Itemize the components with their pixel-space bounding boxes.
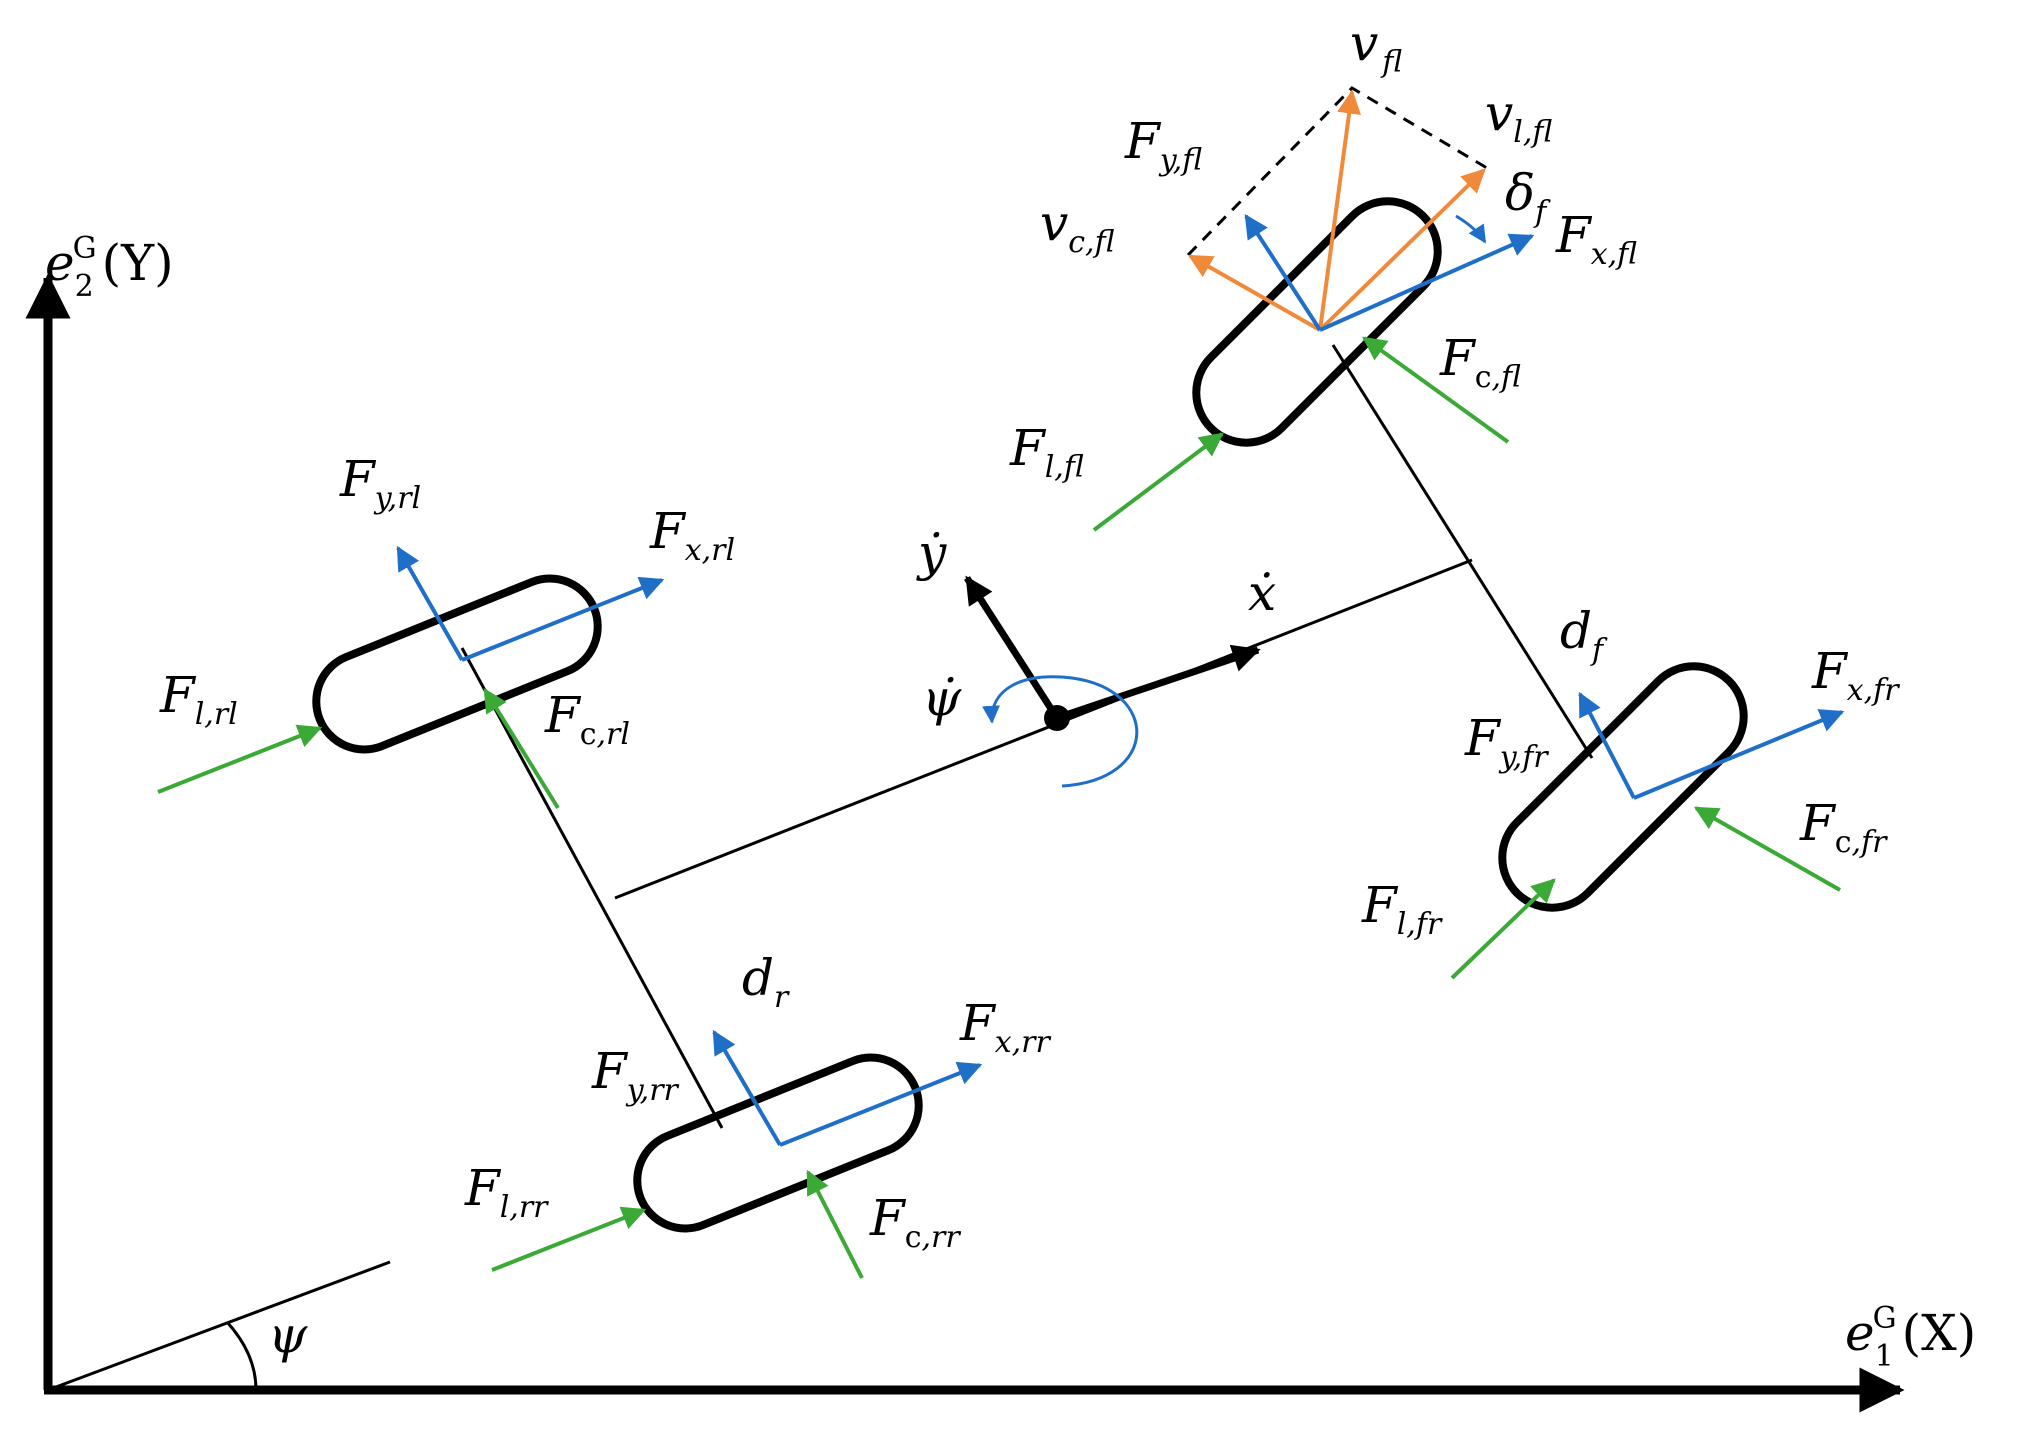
df-label: df: [1560, 602, 1608, 668]
chassis: [460, 344, 1594, 1129]
label-fl-rl: Fl,rl: [159, 666, 238, 732]
velocity-arrow-vl: [1318, 168, 1486, 332]
xdot-arrow: [1055, 644, 1261, 722]
label-fc-rr: Fc,rr: [869, 1189, 961, 1255]
heading-reference-line: [47, 1260, 391, 1392]
dr-label: dr: [742, 949, 790, 1015]
label-fc-fl: Fc,fl: [1439, 329, 1521, 395]
label-vl-fl: vl,fl: [1485, 84, 1552, 150]
force-arrow-fc: [1362, 336, 1510, 444]
label-fy-rl: Fy,rl: [339, 450, 421, 516]
force-arrow-fx: [779, 1061, 983, 1147]
psidot-label: ψ̇: [922, 669, 962, 727]
xdot-label: ẋ: [1248, 564, 1276, 622]
label-fx-fl: Fx,fl: [1555, 206, 1637, 272]
force-arrow-fl: [491, 1206, 647, 1272]
body-centerline: [614, 558, 1473, 900]
force-arrow-fy: [396, 545, 464, 661]
global-axes: [25, 273, 1905, 1413]
yaw-rate-arc: [982, 675, 1139, 788]
force-arrow-fx: [461, 576, 665, 662]
wheel-rear-right: [491, 1029, 983, 1279]
label-fx-rr: Fx,rr: [959, 994, 1051, 1060]
force-arrow-fx: [1633, 709, 1845, 800]
center-of-gravity: [1044, 705, 1070, 731]
velocity-parallelogram: [1186, 86, 1488, 257]
velocity-arrow-v: [1318, 89, 1362, 331]
label-fy-fr: Fy,fr: [1464, 709, 1549, 775]
label-fy-rr: Fy,rr: [591, 1042, 680, 1108]
force-arrow-fc: [483, 687, 560, 810]
force-arrow-fy: [1578, 691, 1636, 799]
force-arrow-fc: [806, 1169, 864, 1279]
force-arrow-fl: [1450, 878, 1556, 980]
steering-angle-arc: [1455, 214, 1487, 244]
label-fx-fr: Fx,fr: [1811, 642, 1900, 708]
tire: [633, 1053, 923, 1233]
label-fl-fr: Fl,fr: [1361, 876, 1443, 942]
force-arrow-fc: [1693, 806, 1841, 892]
rear-axle: [460, 647, 724, 1129]
ydot-label: ẏ: [916, 524, 947, 582]
force-arrow-fy: [712, 1029, 782, 1147]
label-delta-f: δf: [1505, 164, 1551, 230]
force-arrow-fx: [1319, 233, 1535, 332]
force-arrow-fl: [157, 724, 323, 794]
force-arrow-fy: [1244, 213, 1322, 332]
wheel-rear-left: [157, 545, 665, 810]
tire: [1192, 197, 1442, 447]
wheel-front-left: [1092, 86, 1535, 532]
wheel-front-right: [1450, 662, 1845, 980]
front-axle: [1331, 344, 1594, 759]
heading-angle-arc: [225, 1320, 258, 1391]
heading-angle-label: ψ: [268, 1306, 308, 1364]
velocity-arrow-vc: [1187, 254, 1321, 332]
label-fc-rl: Fc,rl: [544, 686, 630, 752]
label-fl-fl: Fl,fl: [1009, 419, 1084, 485]
ydot-arrow: [964, 575, 1060, 720]
label-fy-fl: Fy,fl: [1124, 112, 1202, 178]
tire: [1498, 662, 1748, 912]
label-fx-rl: Fx,rl: [649, 502, 735, 568]
force-arrow-fl: [1092, 432, 1224, 532]
label-fl-rr: Fl,rr: [464, 1159, 549, 1225]
label-fc-fr: Fc,fr: [1799, 794, 1888, 860]
label-vc-fl: vc,fl: [1040, 194, 1115, 260]
